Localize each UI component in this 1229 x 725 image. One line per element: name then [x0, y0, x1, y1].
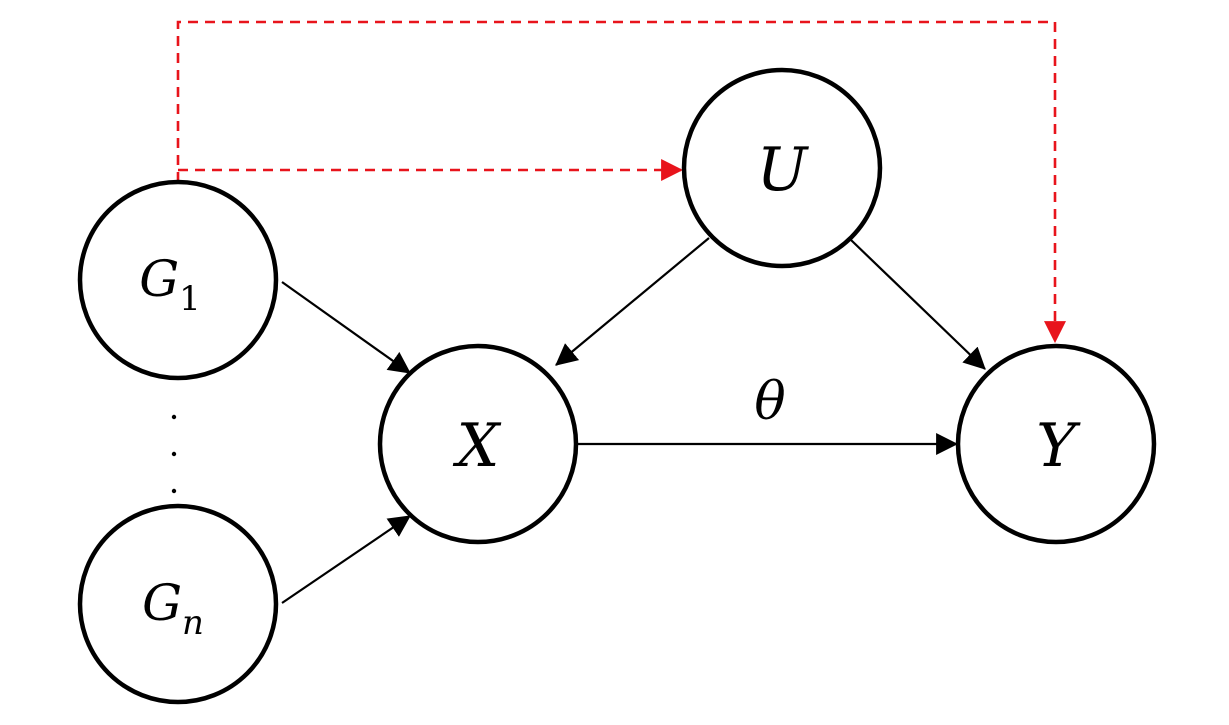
node-g1-sub: 1 [179, 279, 201, 319]
node-gn-base: G [142, 574, 182, 632]
svg-text:G1: G1 [139, 250, 201, 319]
node-y: Y [955, 343, 1157, 545]
vertical-ellipsis [171, 414, 177, 494]
edge-u-to-x [555, 237, 710, 366]
node-g1: G1 [77, 179, 279, 381]
edge-label-theta: θ [754, 372, 785, 432]
node-x: X [377, 343, 579, 545]
edge-u-to-y [850, 239, 986, 370]
dashed-edge-g1-to-y [176, 20, 1066, 344]
node-u: U [681, 67, 883, 269]
edge-gn-to-x [281, 515, 411, 604]
node-x-label: X [453, 411, 502, 481]
node-g1-base: G [139, 250, 179, 308]
node-gn: Gn [77, 503, 279, 705]
svg-text:Gn: Gn [142, 574, 204, 643]
node-u-label: U [757, 135, 810, 205]
node-y-label: Y [1036, 411, 1081, 481]
edge-g1-to-x [281, 281, 411, 374]
node-gn-sub: n [182, 603, 204, 643]
